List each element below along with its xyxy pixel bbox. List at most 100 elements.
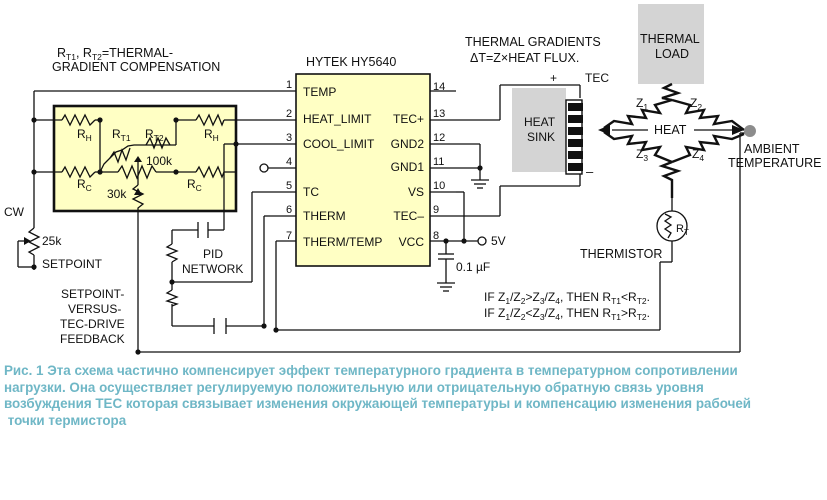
label-pot-30k: 30k [107, 187, 127, 201]
compensation-network-box [52, 104, 238, 213]
heat-arrow-right-head [732, 125, 744, 135]
feedback-line3: TEC-DRIVE [60, 317, 125, 331]
pin-number-4: 4 [286, 156, 292, 168]
condition-line2: IF Z1/Z2<Z3/Z4, THEN RT1>RT2. [484, 306, 650, 322]
junction-dot [173, 169, 179, 175]
tec-wiring [456, 84, 581, 217]
bridge-z4 [671, 132, 745, 164]
resistor-rh-right [195, 113, 225, 127]
pot-100k [117, 164, 157, 180]
pin-label-tec-minus: TEC– [393, 209, 424, 223]
caption-line: нагрузки. Она осуществляет регулируемую … [4, 379, 704, 395]
label-z4: Z4 [692, 147, 704, 163]
gradients-line1: THERMAL GRADIENTS [465, 35, 601, 49]
bridge-bottom-node [658, 160, 682, 198]
pin-number-1: 1 [286, 79, 292, 91]
tec-label: TEC [585, 71, 609, 85]
junction-dot [135, 349, 141, 355]
label-z3: Z3 [636, 147, 648, 163]
junction-dot [97, 117, 103, 123]
resistor-rh-left [61, 113, 96, 127]
thermistor-zigzag [663, 213, 673, 239]
junction-dot [443, 238, 449, 244]
label-rc-left: RC [77, 177, 92, 193]
setpoint-label: SETPOINT [42, 257, 103, 271]
label-rh-left: RH [77, 127, 92, 143]
setpoint-pot [27, 227, 41, 256]
tec-element [568, 127, 583, 135]
ambient-line2: TEMPERATURE [728, 156, 822, 170]
pin4-terminal [259, 163, 269, 173]
pin-number-8: 8 [433, 230, 439, 242]
pin-number-7: 7 [286, 230, 292, 242]
thermal-load-line1: THERMAL [640, 32, 700, 46]
bridge-z2 [671, 98, 745, 131]
resistor-rc-left [61, 165, 96, 179]
pid-resistor-1 [165, 243, 179, 263]
junction-dot [461, 238, 467, 244]
compensation-note-line1: RT1, RT2=THERMAL- [57, 46, 173, 62]
feedback-line1: SETPOINT- [61, 287, 124, 301]
ambient-node [744, 125, 756, 137]
thermal-load-line2: LOAD [655, 47, 689, 61]
pin-number-9: 9 [433, 204, 439, 216]
5v-terminal [477, 236, 487, 246]
resistor-rc-right [195, 165, 225, 179]
tec-minus: – [586, 164, 594, 179]
setpoint-value: 25k [42, 234, 62, 248]
tec-plus: + [550, 71, 557, 85]
resistor-rt2 [145, 136, 171, 150]
junction-dot [169, 279, 175, 285]
label-rt1: RT1 [112, 127, 131, 143]
label-rt2: RT2 [145, 127, 164, 143]
junction-dot [273, 327, 279, 333]
junction-dot [261, 323, 267, 329]
chip-title: HYTEK HY5640 [306, 55, 396, 69]
caption-line: Рис. 1 Эта схема частично компенсирует э… [4, 363, 738, 378]
pin-label-heat-limit: HEAT_LIMIT [303, 112, 372, 126]
bridge-z1 [603, 98, 673, 129]
pin-label-cool-limit: COOL_LIMIT [303, 137, 375, 151]
gradients-line2: ΔT=Z×HEAT FLUX. [470, 51, 579, 65]
label-z2: Z2 [690, 96, 702, 112]
thermistor-label: THERMISTOR [580, 247, 662, 261]
pin-label-tc: TC [303, 185, 319, 199]
pin-label-therm: THERM [303, 209, 346, 223]
pin-number-2: 2 [286, 108, 292, 120]
heat-arrow-left-head [598, 125, 610, 135]
pin-label-vs: VS [408, 185, 424, 199]
pin-label-gnd1: GND1 [391, 160, 425, 174]
feedback-line4: FEEDBACK [60, 332, 125, 346]
tec-element [568, 163, 583, 171]
pin-number-13: 13 [433, 108, 445, 120]
chip-pins [236, 90, 456, 242]
pin-number-14: 14 [433, 81, 445, 93]
junction-dot [477, 165, 483, 171]
supply-5v: 5V [491, 234, 506, 248]
tec-element [568, 103, 583, 111]
ambient-line1: AMBIENT [744, 142, 800, 156]
junction-dot [31, 264, 37, 270]
tec-element [568, 115, 583, 123]
tec-module [565, 99, 583, 175]
label-z1: Z1 [636, 96, 648, 112]
pot-30k-wiper [134, 188, 142, 195]
heat-label: HEAT [654, 123, 687, 137]
pin-number-5: 5 [286, 180, 292, 192]
pin-label-temp: TEMP [303, 85, 336, 99]
pin-number-10: 10 [433, 180, 445, 192]
pot-100k-wiper [134, 156, 142, 162]
pot-30k [131, 184, 145, 214]
heat-sink-line1: HEAT [524, 115, 556, 129]
pin-label-therm-temp: THERM/TEMP [303, 235, 382, 249]
supply-cap: 0.1 µF [456, 260, 490, 274]
pin-number-12: 12 [433, 132, 445, 144]
network-wiring [34, 119, 237, 185]
pin-number-3: 3 [286, 132, 292, 144]
pid-label-line2: NETWORK [182, 262, 243, 276]
left-wiring [17, 90, 750, 353]
junction-dot [173, 117, 179, 123]
label-pot-100k: 100k [146, 154, 173, 168]
setpoint-wiper-arrow [24, 237, 31, 245]
